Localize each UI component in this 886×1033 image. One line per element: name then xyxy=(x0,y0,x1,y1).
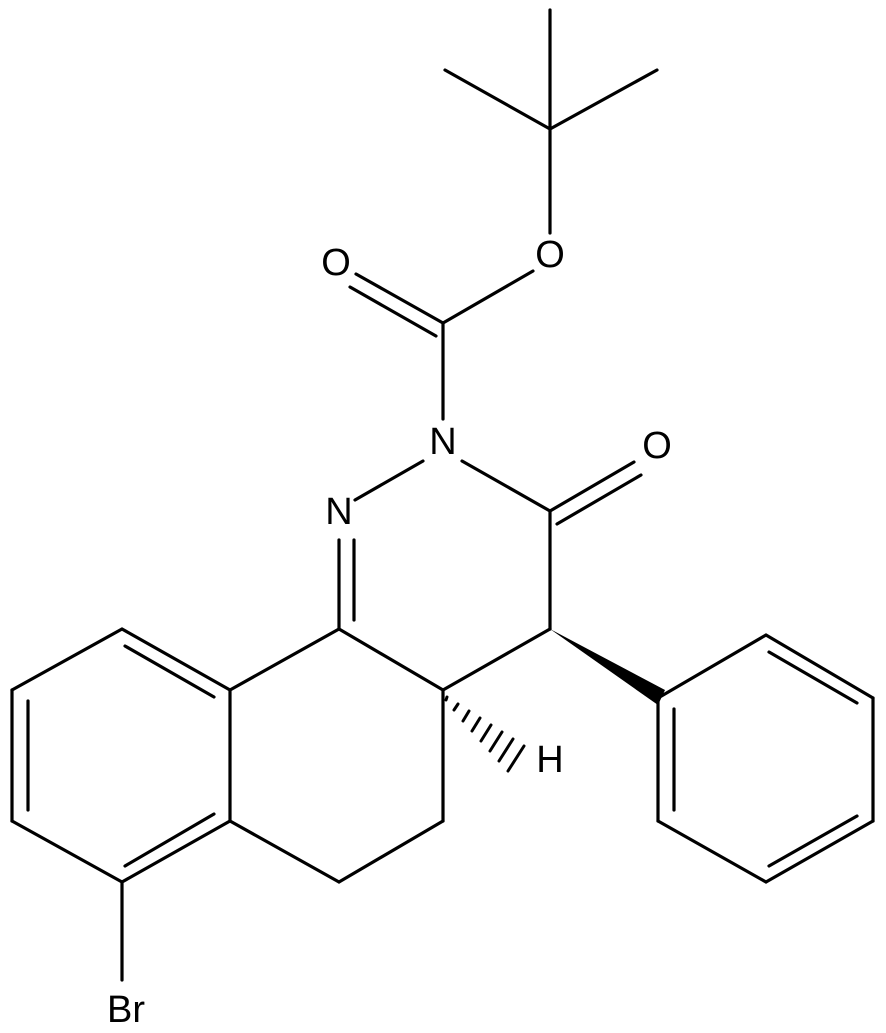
atom-label-nitrogen-2: N xyxy=(429,421,456,463)
bond-c5-to-c6 xyxy=(337,819,445,884)
benzo-inner-1 xyxy=(123,644,216,699)
bond-c3-ketone-inner xyxy=(555,473,643,526)
bond-oxygen-to-carbonyl-carbon xyxy=(441,269,535,325)
benzo-ring xyxy=(10,627,232,982)
phenyl-bond-5 xyxy=(656,819,768,884)
bond-carbonyl-double-inner xyxy=(348,285,438,338)
phenyl-bond-2 xyxy=(764,633,875,700)
bond-c3-ketone-outer xyxy=(548,460,636,513)
phenyl-inner-2 xyxy=(767,814,859,868)
atom-label-oxygen-boc-carbonyl: O xyxy=(321,242,351,284)
atom-labels: O O N N O H Br xyxy=(107,234,672,1031)
phenyl-bond-4 xyxy=(764,819,875,884)
dihydro-ring xyxy=(228,627,445,884)
phenyl-ring xyxy=(656,633,875,884)
bond-c10a-to-c10b xyxy=(228,627,341,692)
bond-carbonyl-double-outer xyxy=(354,272,445,325)
phenyl-inner-1 xyxy=(767,650,859,705)
benzo-bond-3 xyxy=(10,819,124,884)
benzo-bond-6 xyxy=(120,627,232,692)
benzo-bond-5 xyxy=(10,627,124,692)
phenyl-bond-1 xyxy=(656,633,768,700)
hash-bond-c4a-to-h xyxy=(444,695,526,773)
benzo-inner-2 xyxy=(123,812,216,868)
bond-tbu-methyl-left xyxy=(443,68,552,131)
benzo-bond-2 xyxy=(120,819,232,884)
bond-tbu-methyl-right xyxy=(548,68,659,131)
bond-n2-to-n1 xyxy=(353,459,425,502)
carbamate-group xyxy=(348,269,535,421)
wedge-bond-c4-to-phenyl xyxy=(550,629,665,705)
pyridazinone-ring xyxy=(337,459,643,692)
atom-label-bromine: Br xyxy=(107,989,145,1031)
tert-butyl-group xyxy=(443,8,659,235)
atom-label-hydrogen: H xyxy=(536,739,563,781)
atom-label-oxygen-ester: O xyxy=(535,234,565,276)
atom-label-nitrogen-1: N xyxy=(325,491,352,533)
bond-c4-to-c4a xyxy=(441,627,552,692)
bond-c6-to-c6a xyxy=(228,819,341,884)
stereo-bonds xyxy=(444,629,665,773)
bond-c4a-to-c10b xyxy=(337,627,445,692)
atom-label-oxygen-ketone: O xyxy=(642,425,672,467)
bond-n2-to-c3 xyxy=(460,459,552,513)
